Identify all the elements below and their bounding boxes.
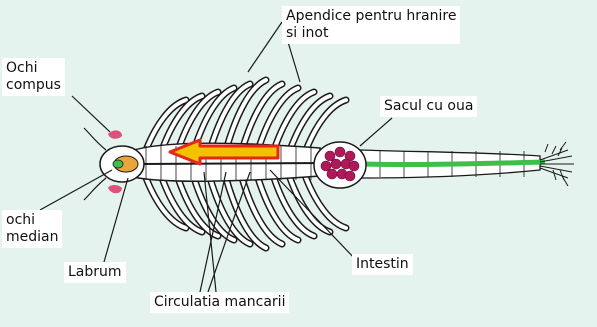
label-labrum-text: Labrum <box>68 264 122 280</box>
tail-furca <box>540 142 574 186</box>
leader-appendages-1 <box>248 22 282 72</box>
compound-eye-bottom <box>108 185 122 193</box>
label-compound-eye-line1: Ochi <box>6 60 61 77</box>
label-compound-eye: Ochi compus <box>2 58 65 96</box>
label-labrum: Labrum <box>64 262 126 283</box>
label-median-eye-line1: ochi <box>6 212 58 229</box>
label-egg-sac-text: Sacul cu oua <box>384 98 473 114</box>
median-eye <box>113 160 123 168</box>
label-compound-eye-line2: compus <box>6 77 61 94</box>
egg <box>349 161 359 171</box>
label-appendages-line1: Apendice pentru hranire <box>286 8 456 25</box>
leader-median-eye <box>40 170 112 210</box>
label-egg-sac: Sacul cu oua <box>380 96 477 117</box>
label-intestine-text: Intestin <box>356 256 409 272</box>
egg <box>327 169 337 179</box>
label-median-eye-line2: median <box>6 229 58 246</box>
label-food-circulation: Circulatia mancarii <box>150 292 289 313</box>
label-intestine: Intestin <box>352 254 413 275</box>
label-appendages-line2: si inot <box>286 25 456 42</box>
label-food-circulation-text: Circulatia mancarii <box>154 294 285 310</box>
egg <box>335 147 345 157</box>
label-median-eye: ochi median <box>2 210 62 248</box>
egg <box>331 159 341 169</box>
leader-compound-eye <box>72 96 110 132</box>
label-appendages: Apendice pentru hranire si inot <box>282 6 460 44</box>
leader-egg-sac <box>360 118 392 146</box>
egg <box>345 171 355 181</box>
intestine-line <box>140 163 330 164</box>
